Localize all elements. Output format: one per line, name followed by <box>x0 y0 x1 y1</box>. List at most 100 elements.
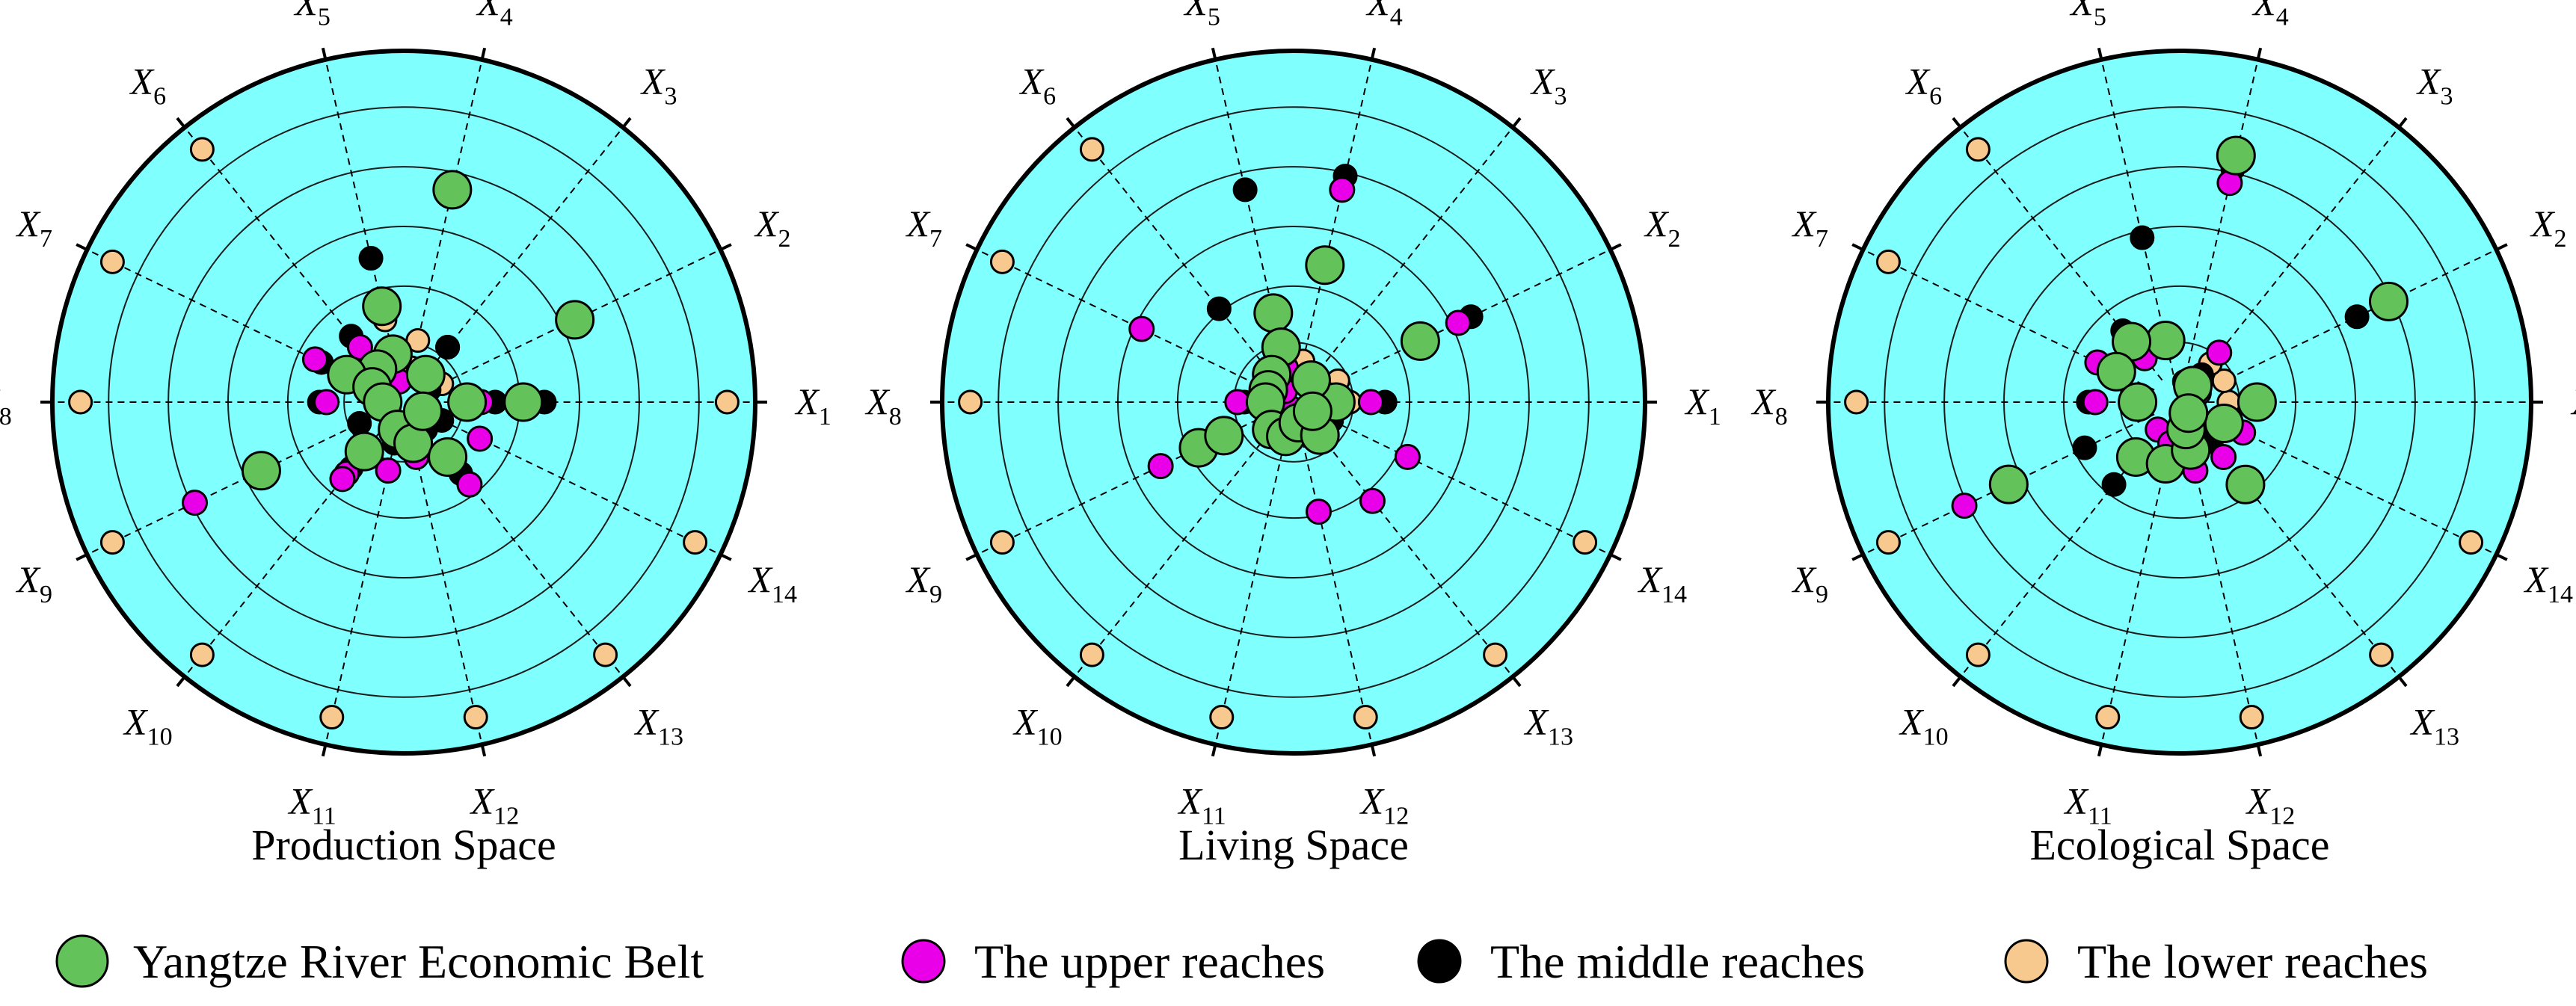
axis-tick-x6 <box>176 117 186 129</box>
axis-spoke-x3 <box>2196 126 2400 381</box>
axis-label-x10: X10 <box>1012 700 1063 750</box>
axis-tick-x5 <box>1211 47 1217 61</box>
point-lower-14 <box>683 530 708 555</box>
point-middle-5 <box>2130 225 2155 250</box>
point-yangtze-6 <box>362 286 402 327</box>
axis-label-x7: X7 <box>905 203 942 253</box>
axis-label-x13: X13 <box>1523 700 1573 750</box>
axis-tick-x14 <box>2495 553 2508 561</box>
point-upper-14 <box>456 471 483 498</box>
axis-tick-x12 <box>480 744 487 757</box>
point-lower-8 <box>68 389 93 415</box>
axis-tick-x4 <box>2256 47 2263 61</box>
point-upper-12 <box>1305 499 1332 525</box>
point-middle-6 <box>1206 296 1232 321</box>
point-yangtze-13 <box>344 431 384 472</box>
axis-label-x5: X5 <box>1183 0 1220 31</box>
axis-label-x10: X10 <box>123 700 173 750</box>
axis-label-x14: X14 <box>2523 558 2573 608</box>
axis-tick-x10 <box>176 676 186 688</box>
axis-tick-x6 <box>1066 117 1076 129</box>
axis-label-x10: X10 <box>1899 700 1949 750</box>
axis-spoke-x12 <box>1299 429 1373 745</box>
point-lower-14 <box>1573 530 1598 555</box>
axis-tick-x2 <box>1609 243 1622 251</box>
point-upper-4 <box>1329 176 1356 203</box>
axis-label-x14: X14 <box>747 558 797 608</box>
axis-spoke-x13 <box>1310 423 1513 678</box>
point-yangtze-17 <box>1292 391 1332 431</box>
point-upper-3 <box>2206 339 2233 366</box>
point-lower-7 <box>99 249 125 274</box>
axis-tick-x6 <box>1952 117 1962 129</box>
axis-label-x6: X6 <box>1905 61 1943 111</box>
axis-tick-x9 <box>1851 553 1864 561</box>
axis-label-x5: X5 <box>2069 0 2106 31</box>
axis-label-x3: X3 <box>2416 61 2453 111</box>
axis-tick-x4 <box>480 47 487 61</box>
axis-label-x13: X13 <box>2409 700 2459 750</box>
legend-marker-yangtze <box>55 934 109 988</box>
point-upper-1 <box>1357 389 1384 416</box>
point-yangtze-7 <box>2096 351 2136 392</box>
point-lower-8 <box>958 389 983 415</box>
axis-label-x6: X6 <box>1019 61 1057 111</box>
panel-title: Production Space <box>251 821 556 869</box>
axis-tick-x11 <box>1211 744 1217 757</box>
point-upper-8 <box>313 389 340 416</box>
point-lower-11 <box>2095 705 2121 730</box>
point-middle-10 <box>2101 472 2127 497</box>
axis-spoke-x4 <box>409 59 483 375</box>
axis-tick-x12 <box>2256 744 2263 757</box>
point-upper-15 <box>467 425 494 452</box>
axis-label-x11: X11 <box>1177 780 1226 830</box>
axis-spoke-x4 <box>2185 59 2259 375</box>
axis-tick-x2 <box>2495 243 2508 251</box>
axis-tick-x9 <box>76 553 88 561</box>
series-yangtze <box>1178 245 1440 468</box>
point-middle-9 <box>2072 435 2097 460</box>
axis-label-x14: X14 <box>1637 558 1687 608</box>
point-lower-12 <box>463 705 488 730</box>
legend-label-yangtze: Yangtze River Economic Belt <box>133 935 704 988</box>
point-lower-10 <box>1965 642 1991 667</box>
axis-label-x2: X2 <box>2530 203 2567 253</box>
axis-tick-x11 <box>2097 744 2103 757</box>
axis-tick-x9 <box>965 553 978 561</box>
point-yangtze-4 <box>2216 135 2256 176</box>
axis-label-x4: X4 <box>1365 0 1403 31</box>
axis-label-x11: X11 <box>2063 780 2112 830</box>
point-lower-13 <box>2369 642 2394 667</box>
axis-spoke-x12 <box>409 429 483 745</box>
point-lower-13 <box>593 642 618 667</box>
axis-label-x7: X7 <box>1791 203 1828 253</box>
point-lower-12 <box>1353 705 1378 730</box>
axis-label-x5: X5 <box>293 0 331 31</box>
axis-label-x6: X6 <box>129 61 167 111</box>
point-upper-2 <box>1445 309 1472 336</box>
point-yangtze-2 <box>447 382 488 422</box>
point-lower-9 <box>989 530 1015 555</box>
axis-tick-x13 <box>621 676 632 688</box>
panel-title: Living Space <box>1178 821 1409 869</box>
point-yangtze-5 <box>432 170 473 210</box>
point-yangtze-5 <box>2145 321 2186 361</box>
axis-tick-x14 <box>1609 553 1622 561</box>
point-middle-5 <box>1232 177 1258 203</box>
axis-spoke-x11 <box>1214 429 1288 745</box>
point-lower-8 <box>1844 389 1869 415</box>
series-yangtze <box>241 170 595 491</box>
axis-spoke-x10 <box>1074 423 1277 678</box>
point-yangtze-6 <box>1253 293 1294 333</box>
axis-label-x2: X2 <box>754 203 791 253</box>
axis-spoke-x7 <box>977 249 1269 391</box>
axis-label-x1: X1 <box>794 380 831 431</box>
series-yangtze <box>1988 135 2409 504</box>
point-middle-4 <box>435 335 461 360</box>
point-lower-7 <box>1875 249 1901 274</box>
point-upper-14 <box>1394 443 1421 470</box>
axis-label-x8: X8 <box>0 380 12 431</box>
axis-tick-x13 <box>2397 676 2408 688</box>
